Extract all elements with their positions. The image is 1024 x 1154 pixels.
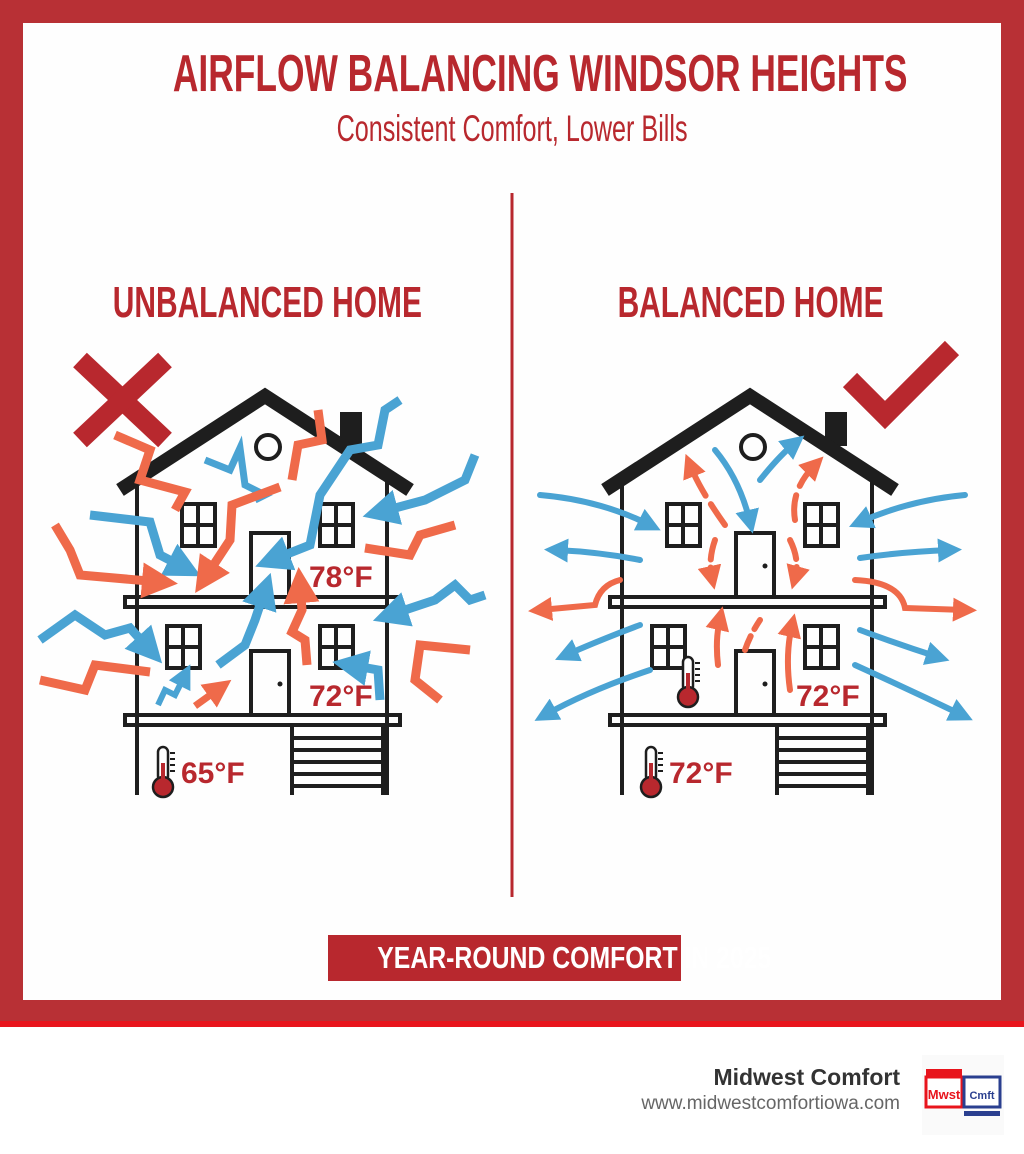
thermometer-icon	[639, 745, 665, 799]
page-subtitle: Consistent Comfort, Lower Bills	[336, 108, 688, 149]
temp-basement-unbalanced: 65°F	[181, 757, 245, 790]
temp-lower-balanced: 72°F	[796, 680, 860, 713]
balanced-house	[605, 396, 895, 795]
company-url: www.midwestcomfortiowa.com	[641, 1093, 900, 1114]
year-round-badge: YEAR-ROUND COMFORT IN 2025	[328, 935, 771, 981]
x-mark-icon	[73, 352, 172, 448]
unbalanced-heading: UNBALANCED HOME	[112, 278, 422, 327]
footer-brand: Midwest Comfort www.midwestcomfortiowa.c…	[641, 1064, 900, 1115]
midwest-comfort-logo: Mwst Cmft	[922, 1055, 1004, 1135]
temp-basement-balanced: 72°F	[669, 757, 733, 790]
page-title: AIRFLOW BALANCING WINDSOR HEIGHTS	[172, 45, 908, 103]
divider-line	[0, 1021, 1024, 1027]
chaotic-airflow-arrows	[37, 396, 487, 709]
svg-text:Cmft: Cmft	[969, 1090, 994, 1102]
company-name: Midwest Comfort	[713, 1064, 900, 1090]
thermometer-icon	[676, 655, 702, 709]
temp-upper-unbalanced: 78°F	[309, 561, 373, 594]
houses-illustration: 78°F 72°F 65°F 72°F 72°F	[37, 193, 977, 897]
thermometer-icon	[151, 745, 177, 799]
balanced-heading: BALANCED HOME	[618, 278, 884, 327]
balanced-airflow-arrows	[528, 435, 977, 721]
svg-text:Mwst: Mwst	[928, 1087, 961, 1102]
temp-lower-unbalanced: 72°F	[309, 680, 373, 713]
check-mark-icon	[842, 340, 960, 430]
